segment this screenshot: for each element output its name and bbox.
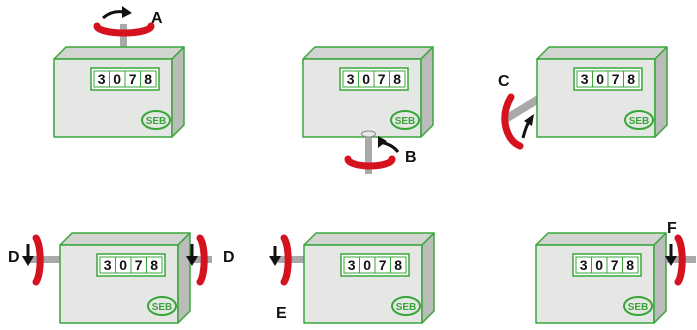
meter-body: 3 0 7 8 SEB <box>302 46 434 138</box>
counter-digit: 3 <box>580 257 588 273</box>
rotation-arrow-icon <box>344 136 400 170</box>
shaft <box>120 24 127 50</box>
shaft <box>278 256 308 263</box>
seb-logo: SEB <box>628 302 649 313</box>
counter-digit: 0 <box>113 71 121 87</box>
counter-digit: 8 <box>144 71 152 87</box>
rotation-label: E <box>276 305 287 322</box>
shaft <box>30 256 63 263</box>
meter-4: 3 0 7 8 SEB D D <box>8 232 235 324</box>
counter-digit: 8 <box>626 257 634 273</box>
counter-digit: 7 <box>135 257 143 273</box>
meter-5: 3 0 7 8 SEB E <box>269 232 435 324</box>
counter-digit: 0 <box>362 71 370 87</box>
rotation-label: D <box>223 249 235 266</box>
counter-digit: 7 <box>378 71 386 87</box>
meter-1: 3 0 7 8 SEB A <box>53 6 185 138</box>
meter-body: 3 0 7 8 SEB <box>536 46 668 138</box>
meter-body: 3 0 7 8 SEB <box>59 232 191 324</box>
counter-digit: 3 <box>347 71 355 87</box>
rotation-label: D <box>8 249 20 266</box>
counter-digit: 0 <box>363 257 371 273</box>
seb-logo: SEB <box>629 116 650 127</box>
meter-body: 3 0 7 8 SEB <box>53 46 185 138</box>
counter-digit: 3 <box>104 257 112 273</box>
counter-digit: 7 <box>379 257 387 273</box>
counter-digit: 0 <box>595 257 603 273</box>
counter-digit: 0 <box>119 257 127 273</box>
counter-digit: 3 <box>98 71 106 87</box>
seb-logo: SEB <box>146 116 167 127</box>
meter-6: 3 0 7 8 SEB F <box>535 220 696 324</box>
rotation-label: A <box>151 10 163 27</box>
counter-digit: 8 <box>150 257 158 273</box>
rotation-label: C <box>498 73 510 90</box>
counter-digit: 7 <box>611 257 619 273</box>
rotation-arrow-icon <box>93 6 155 37</box>
shaft <box>501 94 543 124</box>
counter-digit: 7 <box>129 71 137 87</box>
meter-2: 3 0 7 8 SEB B <box>302 46 434 174</box>
counter-digit: 0 <box>596 71 604 87</box>
meter-3: 3 0 7 8 SEB C <box>498 46 668 150</box>
counter-digit: 3 <box>348 257 356 273</box>
rotation-arrow-icon <box>501 93 534 150</box>
shaft <box>365 134 372 174</box>
rotation-label: F <box>667 220 677 237</box>
rotation-arrow-icon <box>269 234 292 286</box>
meter-body: 3 0 7 8 SEB <box>303 232 435 324</box>
seb-logo: SEB <box>396 302 417 313</box>
counter-digit: 3 <box>581 71 589 87</box>
counter-digit: 8 <box>394 257 402 273</box>
rotation-label: B <box>405 149 417 166</box>
counter-digit: 8 <box>627 71 635 87</box>
seb-logo: SEB <box>395 116 416 127</box>
rotation-arrow-icon <box>22 234 44 286</box>
meter-body: 3 0 7 8 SEB <box>535 232 667 324</box>
seb-logo: SEB <box>152 302 173 313</box>
counter-digit: 8 <box>393 71 401 87</box>
rotation-arrow-icon <box>665 234 686 286</box>
counter-digit: 7 <box>612 71 620 87</box>
rotation-arrow-icon <box>186 234 208 286</box>
